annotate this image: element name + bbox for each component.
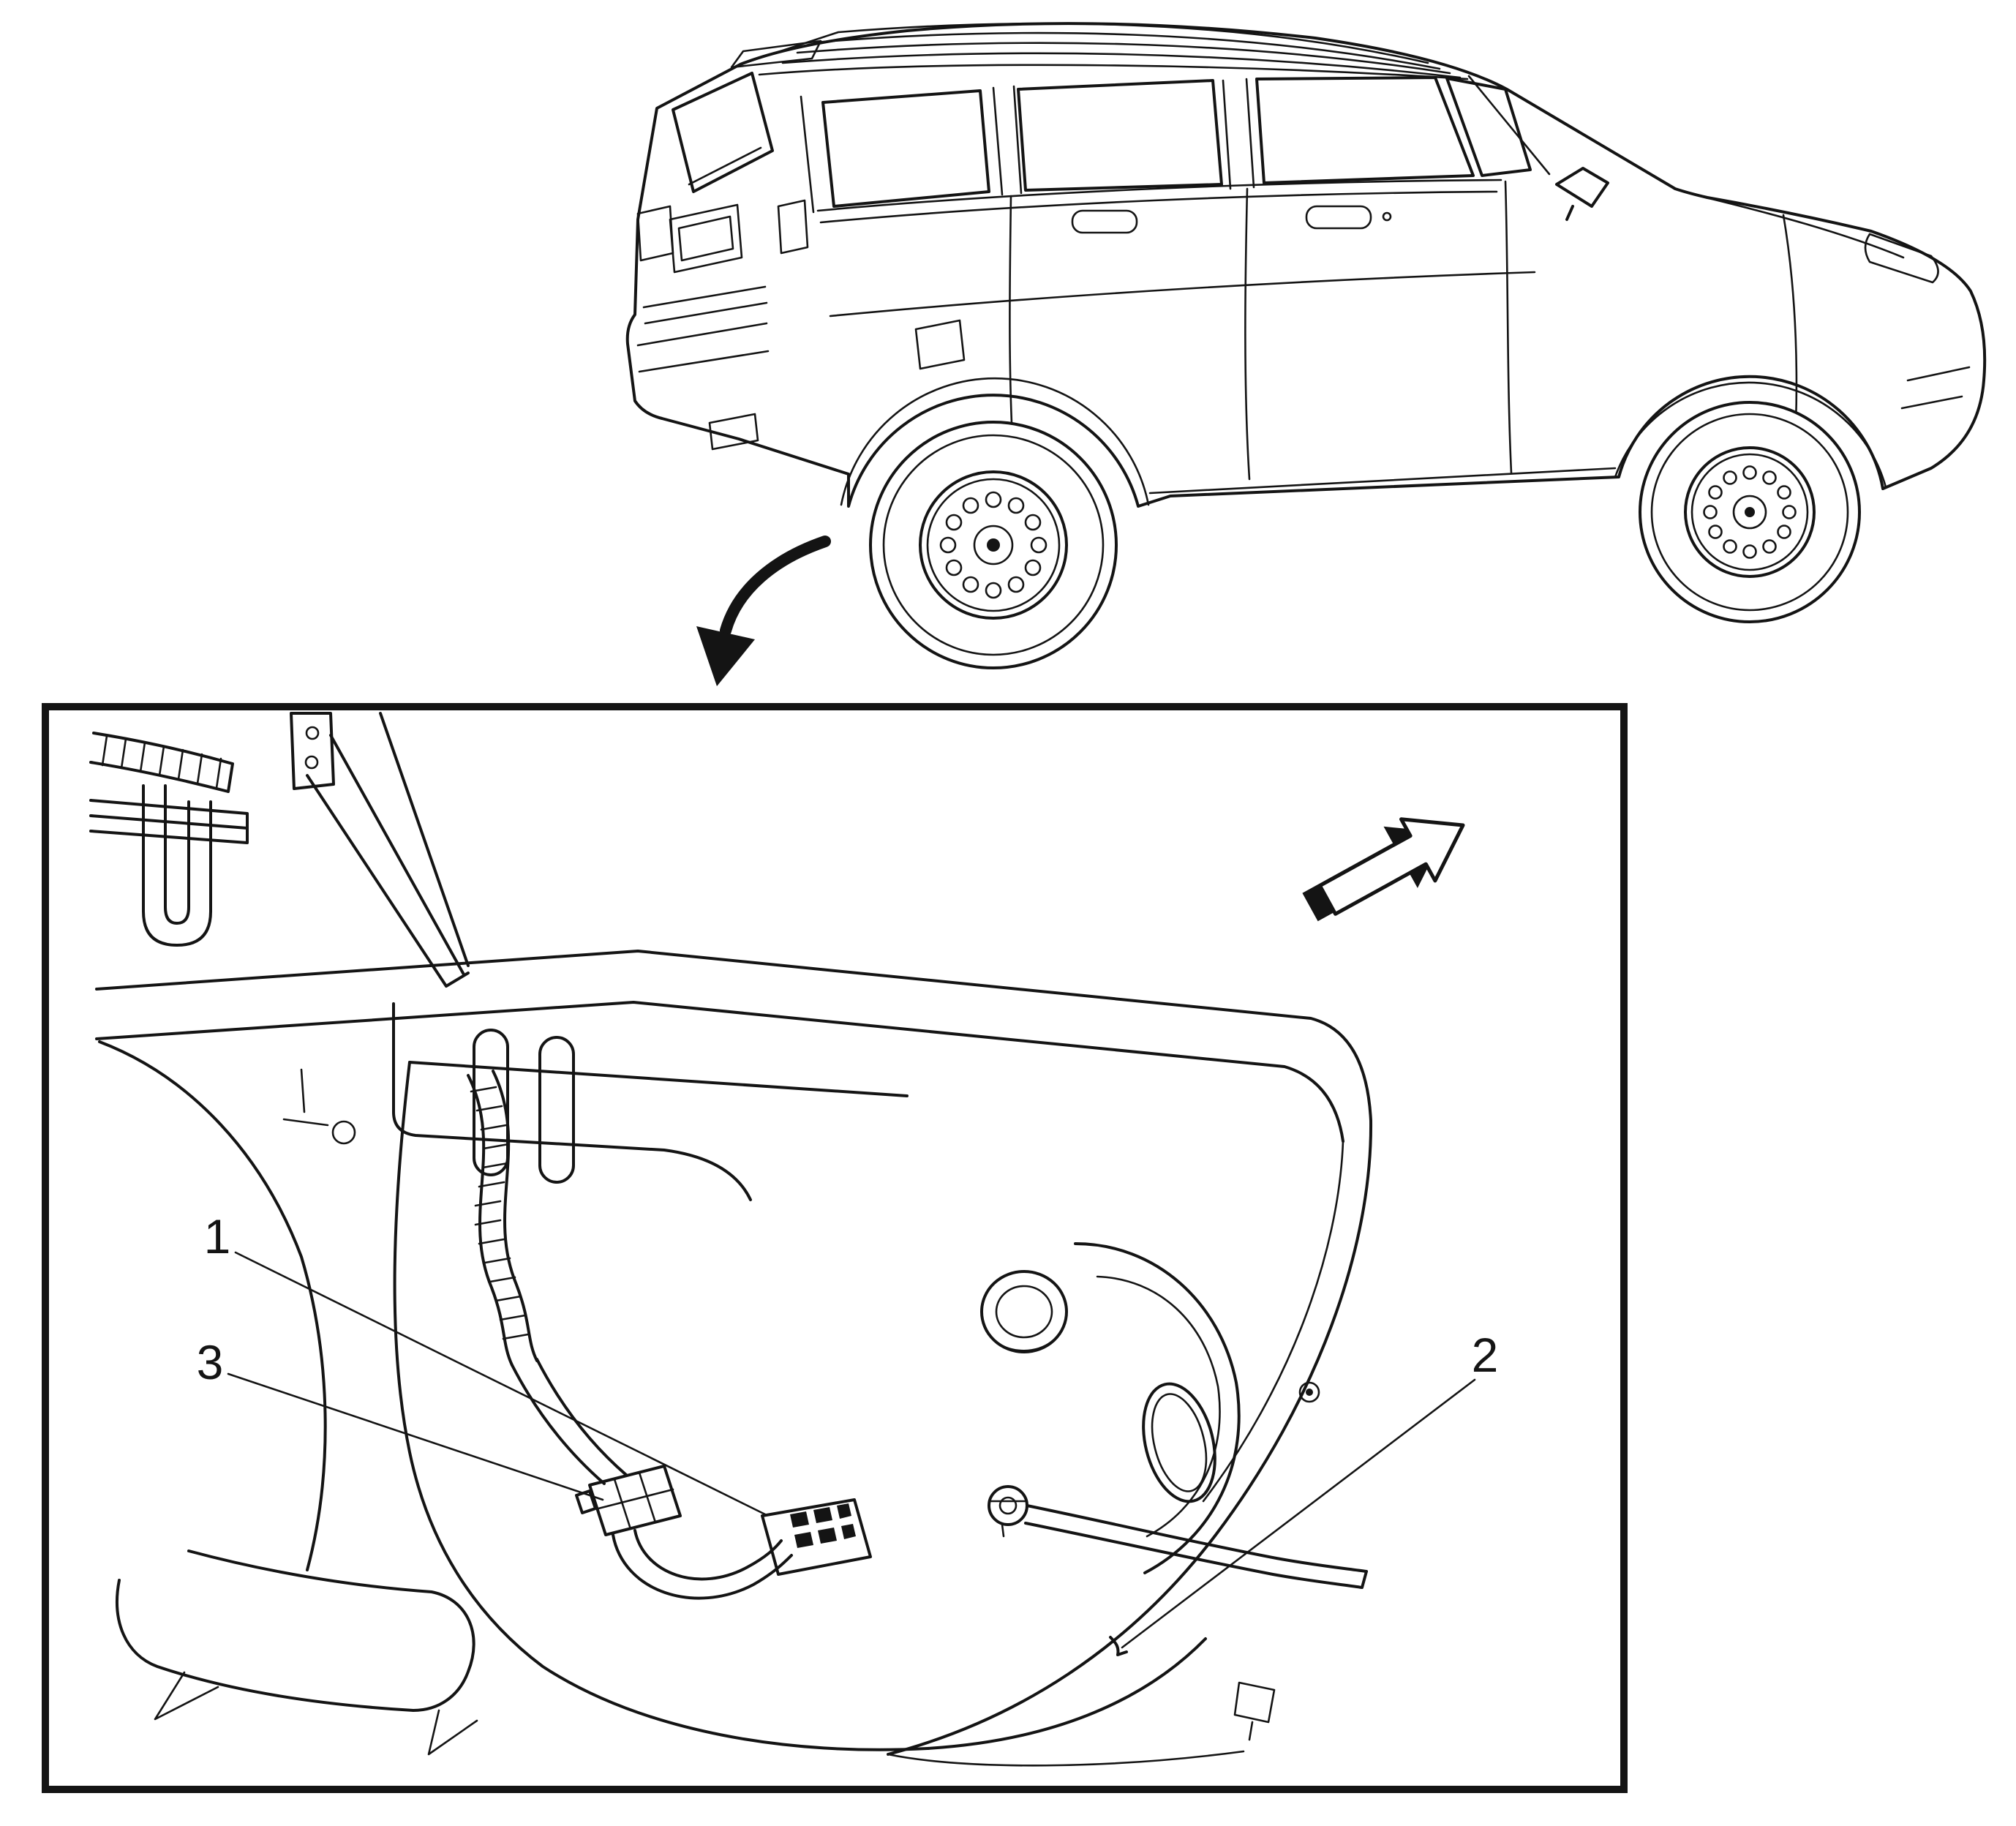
fuel-filler-assembly — [980, 1242, 1241, 1574]
hanger-loop — [142, 784, 212, 947]
trailer-hitch — [708, 413, 759, 451]
crossmember-slot — [473, 1029, 509, 1176]
rear-wiper — [688, 146, 762, 186]
panel-hole — [331, 1120, 356, 1145]
callout-3-leader — [227, 1372, 604, 1501]
support-strut — [306, 712, 470, 988]
license-plate — [669, 203, 743, 274]
callout-3: 3 — [197, 1335, 604, 1501]
bracket-oval-hole — [1142, 1382, 1216, 1503]
detail-view-box: 1 3 2 — [42, 703, 1628, 1793]
callout-1: 1 — [204, 1209, 767, 1516]
vehicle-tailgate-details — [636, 72, 809, 451]
tailgate-trim-lines — [636, 285, 770, 373]
body-crossmember — [95, 950, 1372, 1201]
spare-carrier-brackets — [89, 712, 470, 988]
rear-fender-flare — [840, 377, 1150, 506]
curved-arrow-icon — [696, 536, 831, 686]
vehicle-windows — [821, 76, 1532, 208]
door-keyhole — [1382, 211, 1392, 222]
callout-1-label: 1 — [204, 1209, 231, 1263]
sensor-location-mark — [1109, 1636, 1128, 1656]
vent-hose — [467, 1070, 538, 1367]
grommet — [1298, 1381, 1320, 1403]
rear-door-handle — [1071, 209, 1138, 234]
callout-2-leader — [1121, 1378, 1476, 1649]
callout-1-leader — [234, 1251, 767, 1516]
vehicle-door-hardware — [914, 167, 1609, 370]
front-wheel — [1639, 401, 1861, 623]
vehicle-illustration — [625, 22, 1987, 669]
taillight-right — [777, 199, 809, 255]
underbody-illustration — [89, 712, 1373, 1767]
rollover-valve-and-hose — [988, 1381, 1368, 1589]
hood-edge — [1704, 196, 1905, 259]
callout-3-label: 3 — [197, 1335, 224, 1389]
rear-wheel — [869, 421, 1118, 669]
callout-2-label: 2 — [1472, 1328, 1499, 1382]
rear-wheel-lug-holes — [939, 491, 1048, 599]
fuel-door — [914, 319, 966, 370]
vehicle-roof-ribs — [730, 22, 1469, 80]
front-door-handle — [1305, 205, 1372, 230]
roof-spoiler — [730, 40, 822, 69]
front-bumper-lines — [1900, 366, 1971, 410]
crossmember-slot — [538, 1036, 575, 1184]
floor-bracket — [1233, 1681, 1276, 1741]
wheel-liner-and-mudflap — [98, 1040, 478, 1756]
harness-connector-b — [761, 1498, 872, 1576]
front-wheel-lug-holes — [1703, 465, 1797, 559]
vehicle-body-outline — [625, 22, 1987, 508]
side-mirror — [1555, 167, 1609, 221]
vehicle-pillars-and-seams — [800, 75, 1887, 506]
direction-arrow-icon — [1302, 817, 1465, 922]
front-fender-flare — [1614, 381, 1887, 489]
callout-2: 2 — [1121, 1328, 1499, 1649]
mount-plate — [290, 712, 335, 790]
fuel-tank-outline — [393, 1061, 1373, 1767]
harness-connector-a — [575, 1465, 682, 1536]
rear-window — [672, 72, 774, 193]
bracket-panel — [1074, 1242, 1241, 1574]
taillight-left — [636, 205, 674, 262]
headlight — [1864, 233, 1939, 284]
